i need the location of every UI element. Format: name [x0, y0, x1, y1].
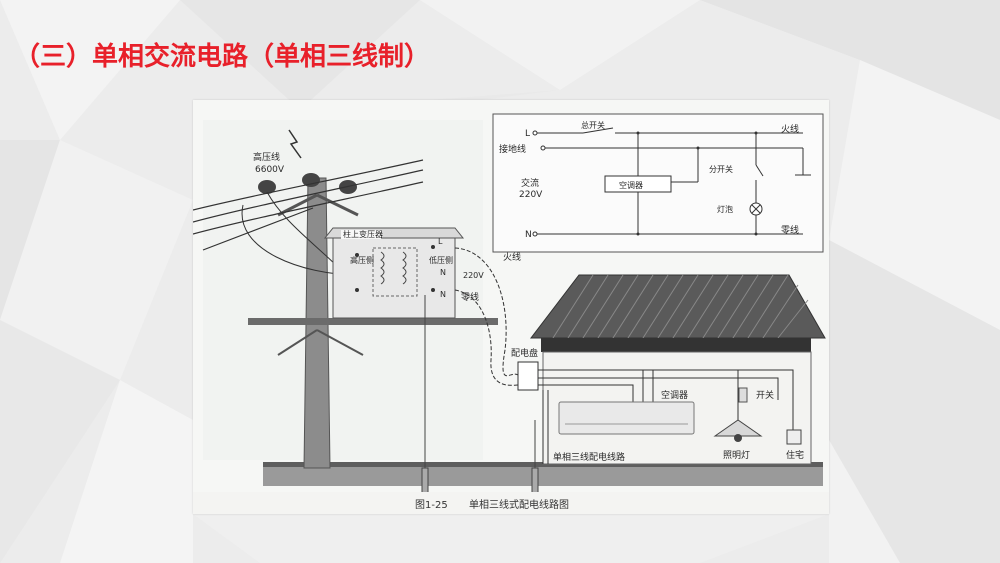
schematic-label-ground: 接地线 [499, 143, 526, 155]
schematic-label-live: 火线 [781, 123, 799, 135]
schematic-label-n: N [525, 230, 532, 240]
label-house-circuit: 单相三线配电线路 [553, 451, 625, 463]
ground [263, 466, 823, 486]
label-low-side: 低压侧 [429, 255, 453, 265]
label-transformer: 柱上变压器 [343, 229, 383, 239]
lightning-icon [288, 129, 302, 159]
schematic-bulb-icon [749, 202, 763, 216]
schematic-inset: L 接地线 交流 220V N 总开关 火线 零线 分开关 灯泡 [492, 113, 824, 253]
house [529, 274, 826, 465]
schematic-label-branch-switch: 分开关 [709, 164, 733, 174]
outlet-icon [786, 429, 802, 445]
switch-icon [738, 387, 748, 403]
label-neutral-wire: 零线 [461, 291, 479, 303]
schematic-label-main-switch: 总开关 [581, 120, 605, 130]
schematic-label-air-conditioner: 空调器 [619, 180, 643, 190]
air-conditioner [558, 401, 695, 435]
label-transformer-n1: N [440, 268, 446, 277]
label-residence: 住宅 [786, 449, 804, 461]
label-transformer-l: L [438, 237, 443, 246]
distribution-board [517, 361, 539, 391]
label-6600v: 6600V [255, 165, 285, 175]
schematic-label-ac-voltage: 220V [519, 190, 543, 200]
schematic-label-neutral: 零线 [781, 224, 799, 236]
distribution-diagram-figure: 高压线 6600V 柱上变压器 高压侧 低压侧 L N N [193, 100, 829, 514]
label-switch: 开关 [756, 389, 774, 401]
figure-caption-number: 图1-25 [415, 499, 448, 511]
label-distribution-board: 配电盘 [511, 347, 538, 359]
diagram-canvas: 高压线 6600V 柱上变压器 高压侧 低压侧 L N N [193, 100, 829, 514]
pole-transformer: 柱上变压器 高压侧 低压侧 L N N [323, 227, 465, 319]
label-air-conditioner: 空调器 [661, 389, 688, 401]
schematic-ac-box [604, 175, 672, 193]
figure-caption-text: 单相三线式配电线路图 [469, 498, 569, 511]
label-lighting: 照明灯 [723, 450, 750, 461]
label-high-voltage-line: 高压线 [253, 151, 280, 163]
schematic-label-l: L [525, 129, 530, 139]
utility-pole [248, 173, 498, 469]
label-220v: 220V [463, 271, 484, 280]
high-voltage-lines [193, 159, 424, 251]
lamp-icon [713, 402, 763, 442]
schematic-label-ac: 交流 [521, 177, 539, 189]
slide-title: （三）单相交流电路（单相三线制） [14, 42, 431, 72]
label-transformer-n2: N [440, 290, 446, 299]
schematic-label-bulb: 灯泡 [717, 204, 733, 214]
label-high-side: 高压侧 [350, 255, 374, 265]
label-live-wire: 火线 [503, 251, 521, 263]
